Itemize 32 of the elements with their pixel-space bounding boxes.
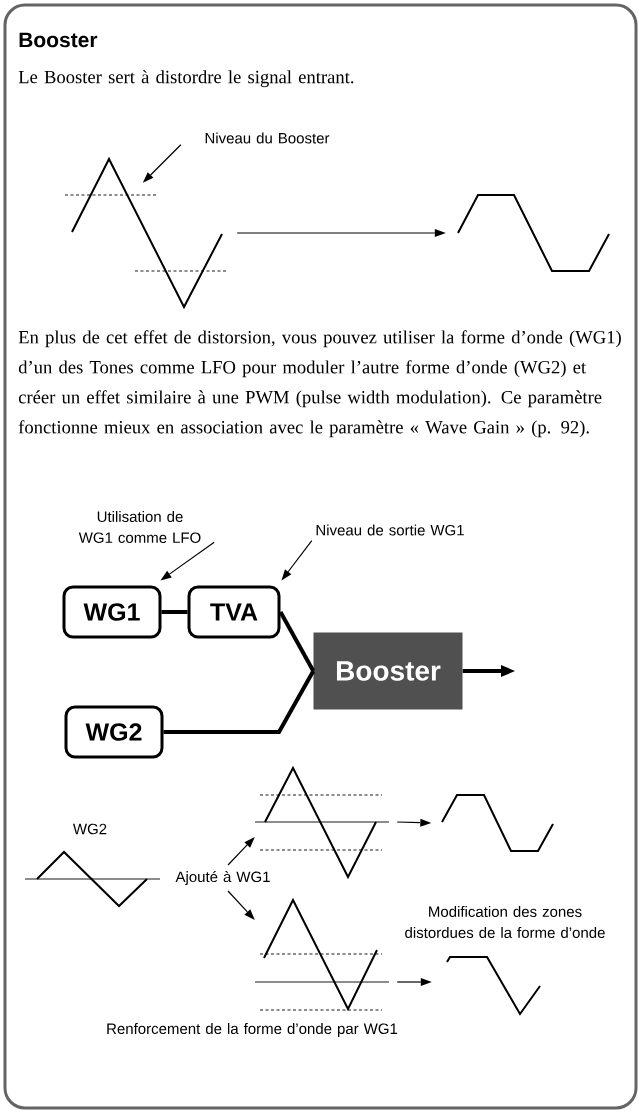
arrow bbox=[236, 229, 446, 237]
callout-text: Niveau du Booster bbox=[205, 132, 330, 144]
arrow bbox=[396, 978, 432, 986]
waveform-drawing bbox=[64, 156, 228, 310]
waveform-drawing bbox=[446, 956, 541, 1016]
arrow bbox=[142, 144, 182, 183]
heading: Booster bbox=[19, 32, 98, 48]
connector-line bbox=[278, 611, 316, 672]
waveform-drawing bbox=[24, 850, 161, 908]
callout-text: Niveau de sortie WG1 bbox=[316, 524, 464, 536]
arrow bbox=[396, 818, 432, 827]
booster-block: Booster bbox=[313, 632, 463, 710]
leader-line bbox=[160, 541, 215, 581]
connector-line bbox=[163, 670, 316, 734]
waveform-drawing bbox=[441, 794, 554, 852]
block-box: WG1 bbox=[62, 585, 162, 639]
arrow bbox=[462, 665, 515, 677]
paragraph: En plus de cet effet de distorsion, vous pouvez utiliser la forme d’onde (WG1) d’un des Tones comme LFO pour moduler l’autre forme d’onde (WG2) et créer un effet similaire à une PWM (pulse width modulation). Ce paramètre fonctionne mieux en association avec le paramètre « Wave Gain » (p. 92). bbox=[18, 330, 621, 438]
callout-text: Ajouté à WG1 bbox=[175, 870, 270, 886]
paragraph: Le Booster sert à distordre le signal entrant. bbox=[18, 70, 354, 88]
caption-text: WG2 bbox=[73, 823, 107, 835]
arrow bbox=[227, 837, 255, 866]
caption-text: Modification des zones distordues de la forme d’onde bbox=[405, 906, 605, 938]
block-box: WG2 bbox=[64, 705, 164, 759]
waveform-drawing bbox=[254, 897, 390, 1012]
waveform-drawing bbox=[457, 194, 610, 272]
connector-line bbox=[161, 610, 188, 614]
caption-text: Renforcement de la forme d’onde par WG1 bbox=[107, 1023, 398, 1037]
block-box: TVA bbox=[187, 585, 281, 639]
arrow bbox=[227, 890, 255, 920]
callout-text: Utilisation de WG1 comme LFO bbox=[78, 511, 201, 543]
leader-line bbox=[281, 540, 313, 581]
